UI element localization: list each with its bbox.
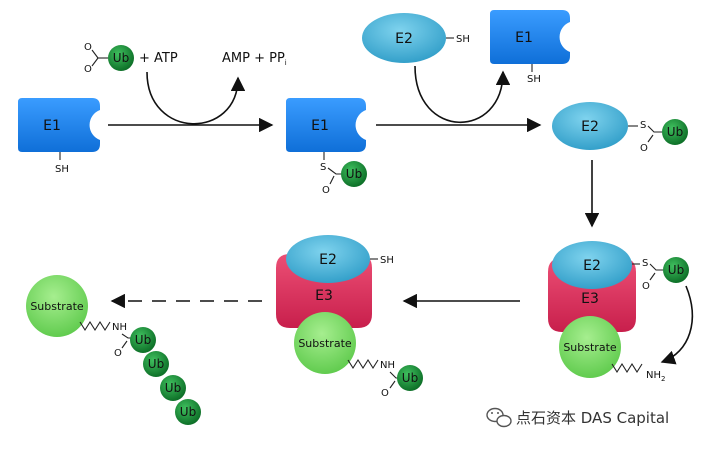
ub-label: Ub <box>113 51 129 65</box>
o-label: O <box>640 143 648 154</box>
hydroxyl-o-label: O <box>84 64 92 75</box>
o-label: O <box>642 281 650 292</box>
sh-label: SH <box>380 255 394 266</box>
e3-label: E3 <box>315 288 333 304</box>
e2-label: E2 <box>583 258 601 274</box>
nh-label: NH <box>112 322 127 333</box>
atp-consumption-arrow <box>146 71 246 125</box>
e3-label: E3 <box>581 291 599 307</box>
e2-transfer-arrow <box>414 65 511 124</box>
ub-sphere <box>108 45 134 71</box>
e2-ub-thioester: E2 S O Ub <box>552 102 688 154</box>
ub-sphere-4 <box>175 399 201 425</box>
watermark-text: 点石资本 DAS Capital <box>516 409 669 427</box>
plus-atp-label: + ATP <box>139 51 178 66</box>
nh2-label: NH2 <box>646 370 665 383</box>
ub-sphere-1 <box>130 327 156 353</box>
sh-label: SH <box>527 74 541 85</box>
s-label: S <box>642 258 648 269</box>
e1-released: E1 SH <box>490 10 570 85</box>
sh-label: SH <box>55 164 69 175</box>
svg-text:AMP + PPi: AMP + PPi <box>222 51 287 67</box>
e2-e3-substrate-complex: E3 E2 S O Ub Substrate NH2 <box>548 241 689 383</box>
substrate-label: Substrate <box>563 341 617 354</box>
s-label: S <box>640 120 646 131</box>
ub-label: Ub <box>668 263 684 277</box>
e2-free: E2 SH <box>362 13 470 63</box>
ub-sphere <box>341 161 367 187</box>
amp-ppi-label: AMP + PPi <box>222 51 287 67</box>
ub-sphere <box>397 365 423 391</box>
substrate-label: Substrate <box>298 337 352 350</box>
ub-sphere-3 <box>160 375 186 401</box>
ub-label: Ub <box>667 125 683 139</box>
substrate-label: Substrate <box>30 300 84 313</box>
free-ubiquitin: O O Ub <box>84 42 134 75</box>
ub-label: Ub <box>165 381 181 395</box>
e2-label: E2 <box>581 119 599 135</box>
lysine-attack-arrow <box>660 285 694 365</box>
wechat-icon <box>486 407 512 428</box>
s-label: S <box>320 162 326 173</box>
sh-label: SH <box>456 34 470 45</box>
o-label: O <box>114 348 122 359</box>
ub-label: Ub <box>148 357 164 371</box>
carbonyl-o-label: O <box>84 42 92 53</box>
ub-sphere-2 <box>143 351 169 377</box>
polyubiquitinated-substrate: Substrate NH O Ub Ub Ub Ub <box>26 275 201 425</box>
e1-free: E1 SH <box>18 98 100 175</box>
watermark: 点石资本 DAS Capital <box>486 407 669 428</box>
e2-label: E2 <box>319 252 337 268</box>
o-label: O <box>322 185 330 196</box>
ub-label: Ub <box>135 333 151 347</box>
e1-label: E1 <box>43 118 61 134</box>
nh-label: NH <box>380 360 395 371</box>
o-label: O <box>381 388 389 399</box>
ub-sphere <box>662 119 688 145</box>
e1-label: E1 <box>515 30 533 46</box>
e2-label: E2 <box>395 31 413 47</box>
ub-label: Ub <box>346 167 362 181</box>
ub-label: Ub <box>402 371 418 385</box>
e1-label: E1 <box>311 118 329 134</box>
ub-sphere <box>663 257 689 283</box>
ub-label: Ub <box>180 405 196 419</box>
e3-substrate-monoub-complex: E3 E2 SH Substrate NH O Ub <box>276 235 423 399</box>
e1-ub-thioester: E1 S O Ub <box>286 98 367 196</box>
